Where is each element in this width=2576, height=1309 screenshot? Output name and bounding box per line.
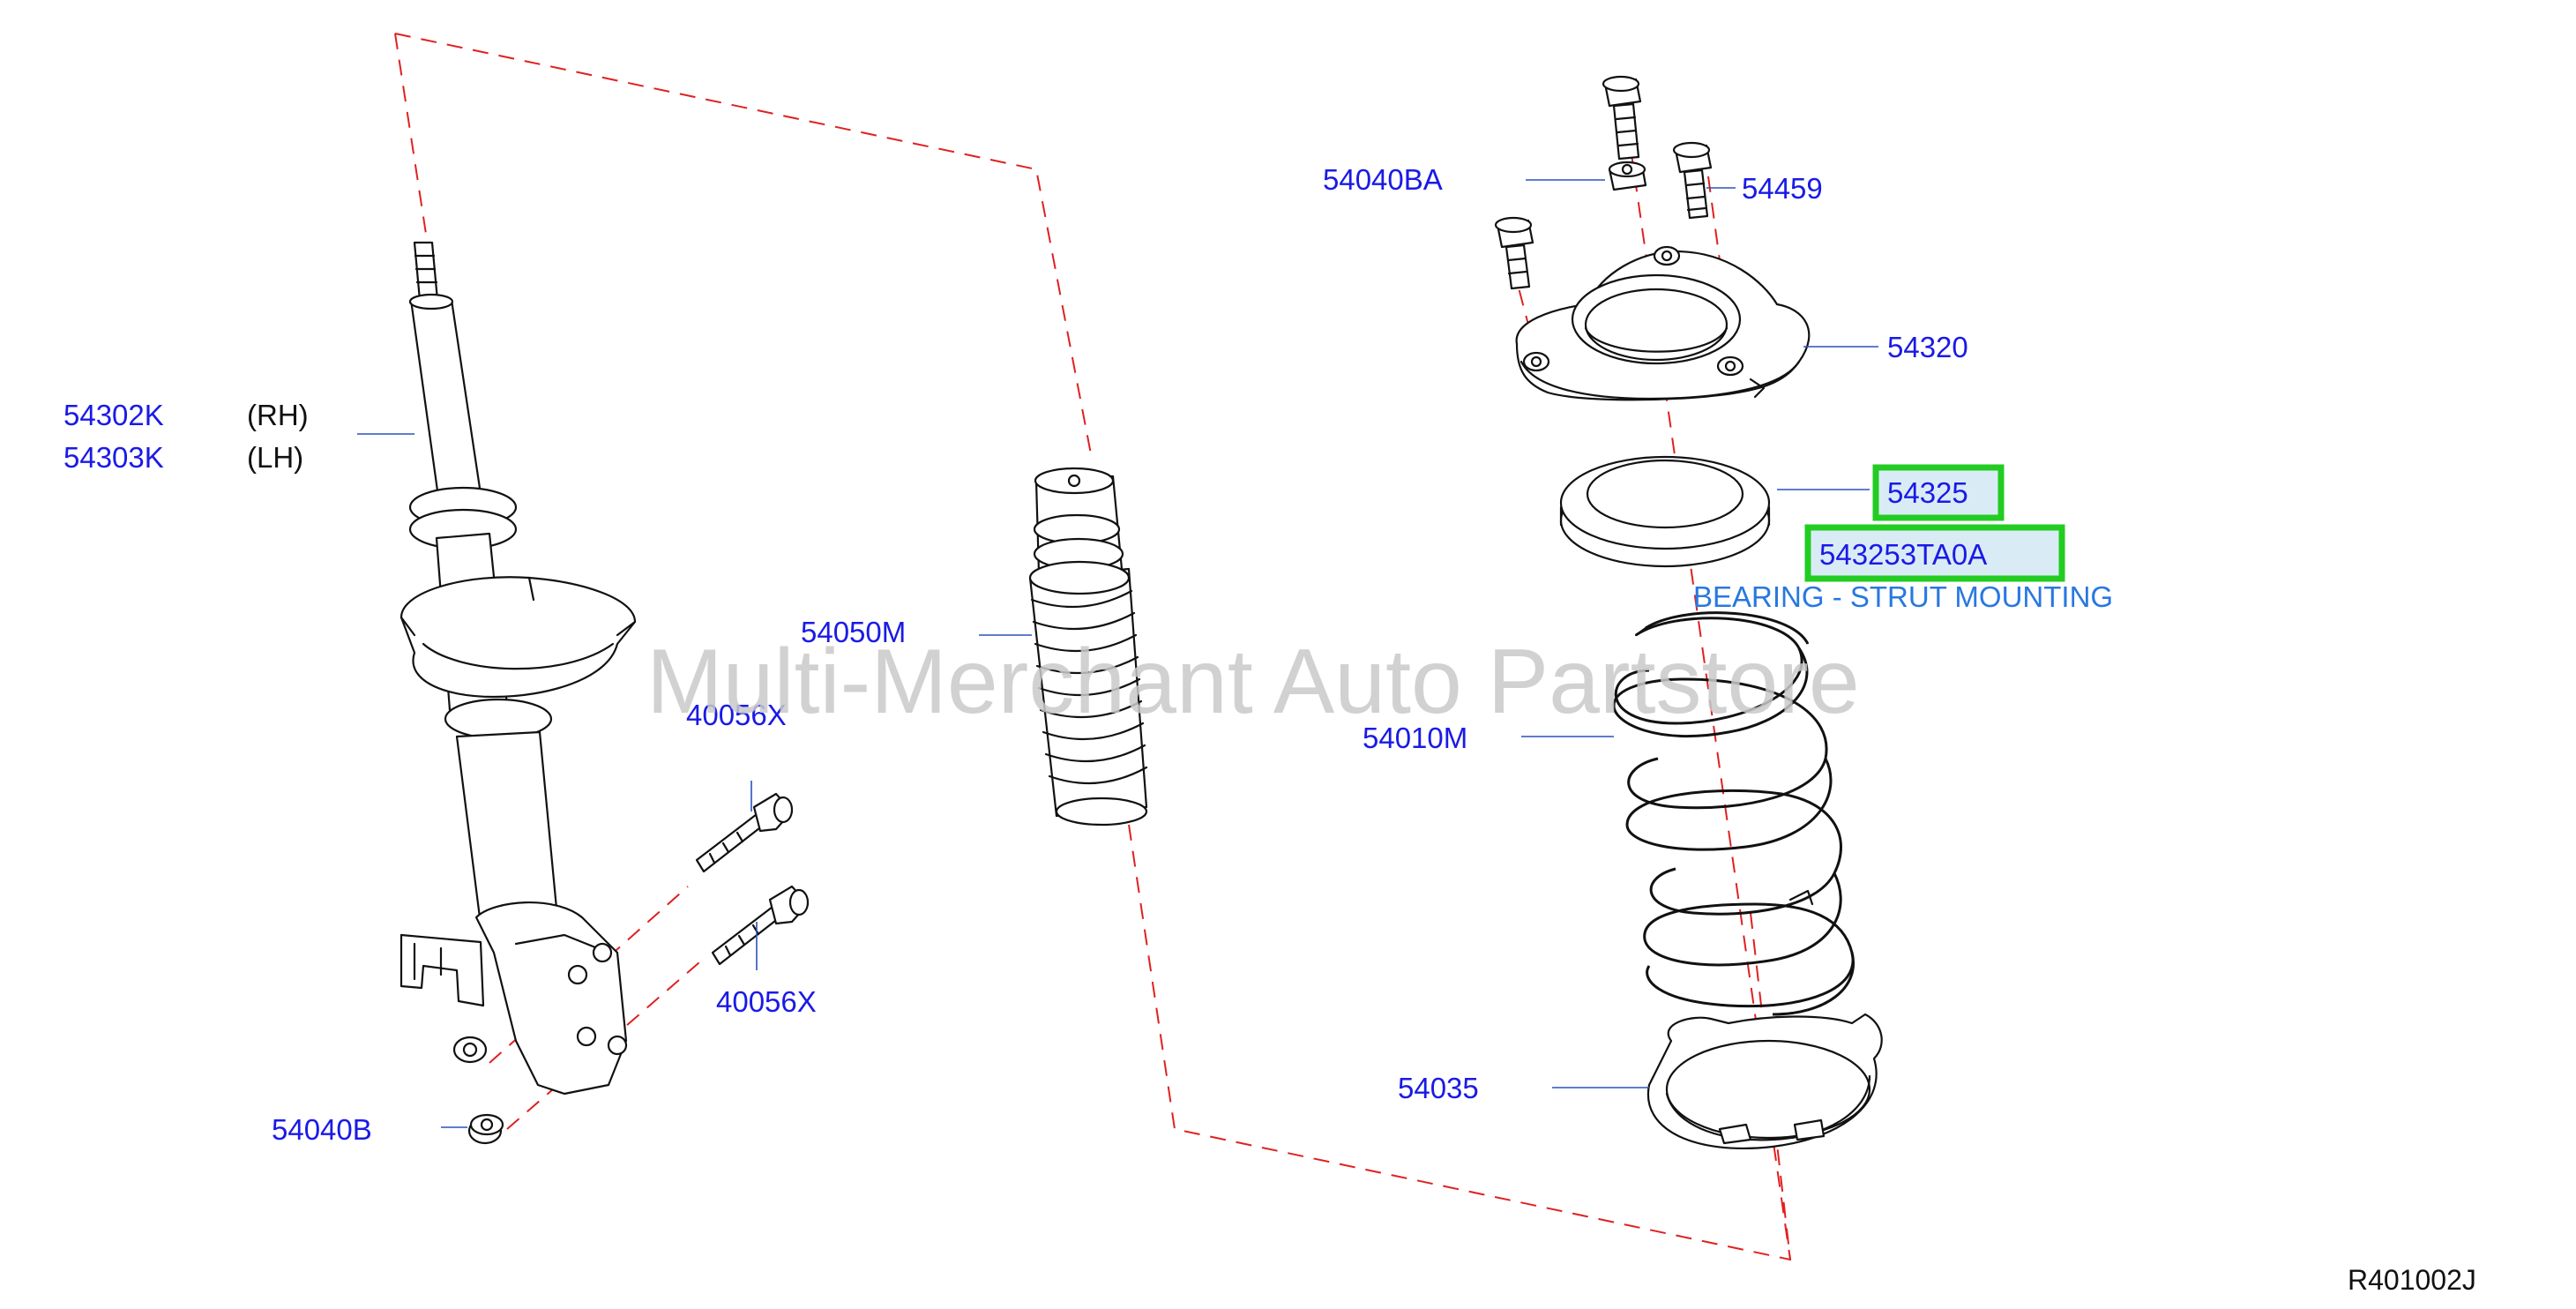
label-54010m[interactable]: 54010M	[1363, 722, 1467, 754]
spring-seat	[1646, 1013, 1883, 1150]
bolt-mount-left	[1494, 216, 1534, 290]
label-40056x-lower[interactable]: 40056X	[716, 985, 817, 1018]
label-lh: (LH)	[247, 441, 303, 474]
bolt-40056x-upper	[695, 792, 794, 873]
strut-assembly	[399, 241, 637, 1096]
label-40056x-upper[interactable]: 40056X	[686, 699, 787, 731]
label-543253ta0a[interactable]: 543253TA0A	[1819, 538, 1987, 571]
label-54303k[interactable]: 54303K	[63, 441, 164, 474]
label-54320[interactable]: 54320	[1887, 331, 1968, 363]
highlight-box-partno	[1804, 524, 2065, 582]
label-54040ba[interactable]: 54040BA	[1323, 163, 1443, 196]
bearing-highlight: 54325 543253TA0A BEARING - STRUT MOUNTIN…	[1693, 464, 2113, 613]
bolt-40056x-lower	[711, 885, 810, 966]
nut-54040ba	[1608, 161, 1647, 191]
label-54325[interactable]: 54325	[1887, 476, 1968, 509]
part-labels: 54302K (RH) 54303K (LH) 54040B 40056X 40…	[63, 163, 1968, 1146]
bolt-54459-top	[1602, 75, 1642, 161]
bearing-description: BEARING - STRUT MOUNTING	[1693, 580, 2113, 613]
bolt-54459	[1672, 141, 1713, 220]
leader-lines	[357, 179, 1878, 1128]
watermark: Multi-Merchant Auto Partstore	[646, 631, 1860, 733]
label-54035[interactable]: 54035	[1398, 1072, 1479, 1104]
label-54050m[interactable]: 54050M	[801, 616, 906, 648]
coil-spring	[1612, 611, 1855, 1016]
highlight-box-54325	[1872, 464, 2005, 521]
nut-54040b	[467, 1113, 504, 1145]
label-54040b[interactable]: 54040B	[272, 1113, 372, 1146]
strut-mount	[1515, 245, 1811, 401]
label-rh: (RH)	[247, 399, 309, 431]
diagram-code: R401002J	[2348, 1264, 2476, 1296]
nut-54040b-upper	[452, 1036, 488, 1064]
bound-bumper	[1028, 467, 1148, 827]
label-54459[interactable]: 54459	[1742, 172, 1823, 205]
label-54302k[interactable]: 54302K	[63, 399, 164, 431]
bearing	[1559, 455, 1771, 568]
